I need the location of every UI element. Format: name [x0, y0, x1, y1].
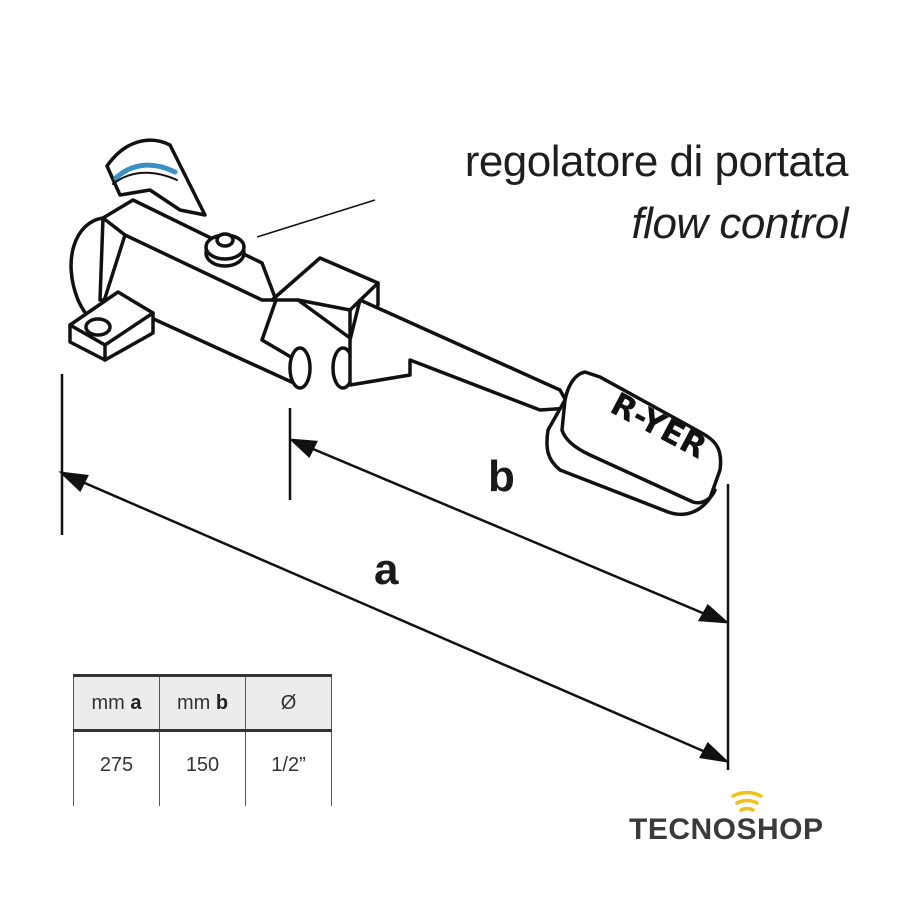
dimension-label-a: a	[374, 545, 399, 594]
pedal-plate	[545, 370, 723, 517]
inlet-elbow	[105, 138, 207, 217]
header-mm-a: mm a	[73, 674, 160, 732]
table-row: 275 150 1/2”	[73, 730, 332, 806]
arrowhead	[697, 604, 730, 624]
wifi-signal-icon	[731, 790, 763, 812]
valve-body	[98, 198, 298, 386]
dimension-line-a	[63, 472, 725, 762]
arrowhead	[58, 471, 89, 493]
cell-mm-a: 275	[73, 730, 160, 806]
pedal-arm	[348, 298, 572, 412]
arrowhead	[288, 438, 318, 459]
header-diameter: Ø	[245, 674, 332, 732]
cell-mm-b: 150	[159, 730, 246, 806]
arrowhead	[699, 741, 730, 763]
callout-leader-line	[256, 199, 376, 238]
cell-diameter: 1/2”	[245, 730, 332, 806]
tecnoshop-logo: TECNOSHOP	[629, 789, 859, 849]
dimension-label-b: b	[488, 452, 515, 501]
dimension-line-b	[293, 439, 725, 624]
callout-label-italian: regolatore di portata	[464, 137, 849, 186]
brand-name: TECNOSHOP	[629, 813, 824, 846]
spec-table-header: mm a mm b Ø	[73, 674, 332, 732]
callout-label-english: flow control	[631, 199, 848, 248]
header-mm-b: mm b	[159, 674, 246, 732]
spec-table: mm a mm b Ø 275 150 1/2”	[73, 674, 332, 806]
